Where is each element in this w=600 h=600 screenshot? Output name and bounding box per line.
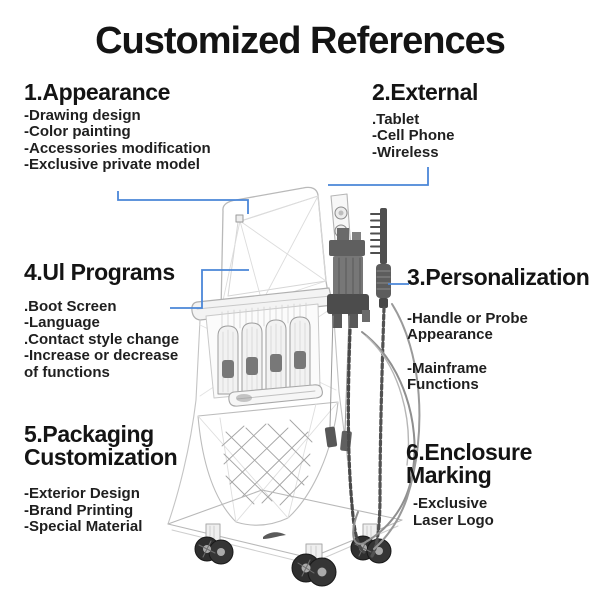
page-title: Customized References: [95, 20, 506, 62]
wing-logo-icon: [263, 532, 286, 539]
callout-line-external: [328, 167, 429, 186]
appearance-item: -Drawing design: [24, 106, 141, 124]
appearance-item: -Color painting: [24, 123, 131, 140]
section-appearance: 1.Appearance -Drawing design -Color pain…: [24, 81, 211, 174]
section-packaging: 5.Packaging Customization -Exterior Desi…: [24, 421, 178, 536]
ui-programs-item: .Contact style change: [24, 330, 180, 348]
section-enclosure: 6.Enclosure Marking -Exclusive Laser Log…: [406, 441, 532, 529]
section-ui-programs: 4.Ul Programs .Boot Screen -Language .Co…: [24, 261, 179, 381]
enclosure-item: -Exclusive Laser Logo: [413, 495, 494, 529]
packaging-item: -Exterior Design: [24, 485, 140, 502]
ui-programs-item: -Increase or decrease of functions: [24, 347, 179, 381]
callout-line-ui-programs: [170, 269, 249, 309]
personalization-item: -Mainframe Functions: [407, 359, 488, 393]
appearance-item: -Accessories modification: [24, 139, 211, 157]
external-item: .Tablet: [372, 110, 420, 128]
personalization-item: -Handle or Probe Appearance: [407, 309, 528, 343]
external-item: -Wireless: [372, 143, 439, 161]
external-item: -Cell Phone: [372, 127, 455, 144]
packaging-item: -Special Material: [24, 518, 143, 535]
section-appearance-heading: 1.Appearance: [24, 79, 171, 105]
section-personalization: 3.Personalization -Handle or Probe Appea…: [407, 264, 590, 411]
ui-programs-item: -Language: [24, 314, 100, 331]
section-ui-programs-heading: 4.Ul Programs: [24, 259, 175, 285]
appearance-item: -Exclusive private model: [24, 156, 200, 173]
ui-programs-item: .Boot Screen: [24, 297, 117, 315]
section-external-heading: 2.External: [372, 79, 478, 105]
section-external: 2.External .Tablet -Cell Phone -Wireless: [372, 81, 478, 161]
packaging-item: -Brand Printing: [24, 501, 134, 519]
section-enclosure-heading: 6.Enclosure Marking: [406, 439, 532, 488]
callout-line-appearance: [117, 191, 249, 214]
section-personalization-heading: 3.Personalization: [407, 264, 590, 290]
section-packaging-heading: 5.Packaging Customization: [24, 421, 178, 470]
machine-illustration: [167, 186, 421, 587]
